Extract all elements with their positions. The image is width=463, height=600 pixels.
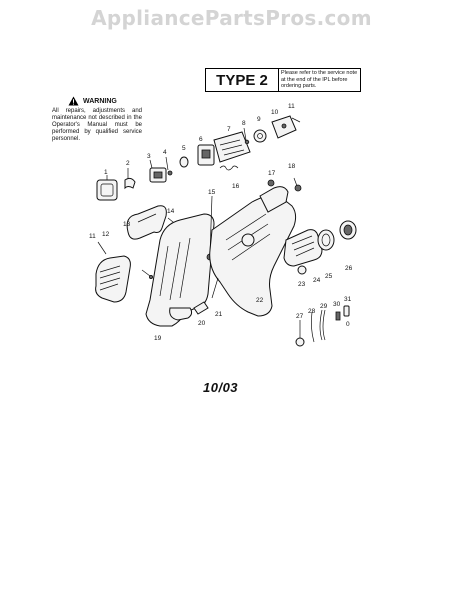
callout-15: 15 bbox=[208, 189, 216, 196]
callout-5: 5 bbox=[182, 145, 186, 152]
part-19-housing-left bbox=[145, 213, 215, 327]
part-5-grommet bbox=[179, 156, 189, 168]
part-6-module bbox=[197, 144, 215, 166]
part-13-handle bbox=[126, 205, 167, 240]
callout-14: 14 bbox=[167, 208, 175, 215]
callout-23: 23 bbox=[298, 281, 306, 288]
type-box: TYPE 2 Please refer to the service note … bbox=[205, 68, 361, 92]
part-9-washer bbox=[253, 129, 267, 143]
warning-block: WARNING All repairs, adjustments and mai… bbox=[52, 96, 142, 143]
callout-6: 6 bbox=[199, 136, 203, 143]
part-17-nut bbox=[267, 179, 275, 187]
callout-18: 18 bbox=[288, 163, 296, 170]
callout-10: 10 bbox=[271, 109, 279, 116]
callout-26: 26 bbox=[345, 265, 353, 272]
part-16-spring bbox=[219, 165, 239, 171]
callout-27: 27 bbox=[296, 313, 304, 320]
part-28-line bbox=[310, 311, 315, 343]
service-note: Please refer to the service note at the … bbox=[281, 70, 358, 89]
warning-text: All repairs, adjustments and maintenance… bbox=[52, 108, 142, 142]
type-label: TYPE 2 bbox=[206, 69, 279, 91]
part-26-cap bbox=[339, 220, 357, 240]
date-code: 10/03 bbox=[203, 380, 239, 395]
callout-4: 4 bbox=[163, 149, 167, 156]
part-21-pin bbox=[211, 277, 219, 299]
callout-0: 0 bbox=[346, 321, 350, 328]
callout-7: 7 bbox=[227, 126, 231, 133]
part-18-screw bbox=[293, 177, 302, 192]
callout-17: 17 bbox=[268, 170, 276, 177]
callout-22: 22 bbox=[256, 297, 264, 304]
callout-1: 1 bbox=[104, 169, 108, 176]
part-31-filter bbox=[343, 305, 350, 317]
callout-20: 20 bbox=[198, 320, 206, 327]
part-22-housing-right bbox=[209, 186, 297, 317]
part-27-tube bbox=[295, 320, 305, 347]
part-1-intake-cover bbox=[96, 175, 118, 201]
callout-11-left: 11 bbox=[89, 233, 96, 240]
callout-12: 12 bbox=[102, 231, 110, 238]
callout-11-top: 11 bbox=[288, 103, 295, 110]
part-29-line bbox=[319, 309, 326, 341]
callout-30: 30 bbox=[333, 301, 341, 308]
warning-heading-text: WARNING bbox=[83, 97, 117, 105]
callout-8: 8 bbox=[242, 120, 246, 127]
warning-icon bbox=[68, 96, 79, 106]
callout-9: 9 bbox=[257, 116, 261, 123]
callout-29: 29 bbox=[320, 303, 328, 310]
watermark-text: AppliancePartsPros.com bbox=[91, 6, 372, 30]
callout-19: 19 bbox=[154, 335, 162, 342]
part-25-ring bbox=[317, 229, 335, 251]
part-2-clip bbox=[124, 168, 136, 190]
part-12-guard bbox=[95, 255, 131, 303]
part-4-screw bbox=[165, 156, 173, 176]
part-7-coil bbox=[213, 131, 251, 163]
part-23-grommet bbox=[297, 265, 307, 275]
callout-25: 25 bbox=[325, 273, 333, 280]
callout-24: 24 bbox=[313, 277, 321, 284]
part-8-screw bbox=[243, 127, 250, 145]
part-10-bracket bbox=[271, 115, 301, 139]
callout-16: 16 bbox=[232, 183, 240, 190]
warning-heading: WARNING bbox=[68, 96, 142, 106]
callout-31: 31 bbox=[344, 296, 352, 303]
callout-28: 28 bbox=[308, 308, 316, 315]
part-20-clip bbox=[193, 301, 209, 315]
callout-2: 2 bbox=[126, 160, 130, 167]
part-3-switch bbox=[149, 159, 167, 183]
callout-21: 21 bbox=[215, 311, 223, 318]
callout-13: 13 bbox=[123, 221, 131, 228]
part-24-filter bbox=[283, 229, 323, 267]
part-30-fitting bbox=[335, 311, 341, 321]
callout-3: 3 bbox=[147, 153, 151, 160]
part-11-screw bbox=[97, 241, 153, 279]
